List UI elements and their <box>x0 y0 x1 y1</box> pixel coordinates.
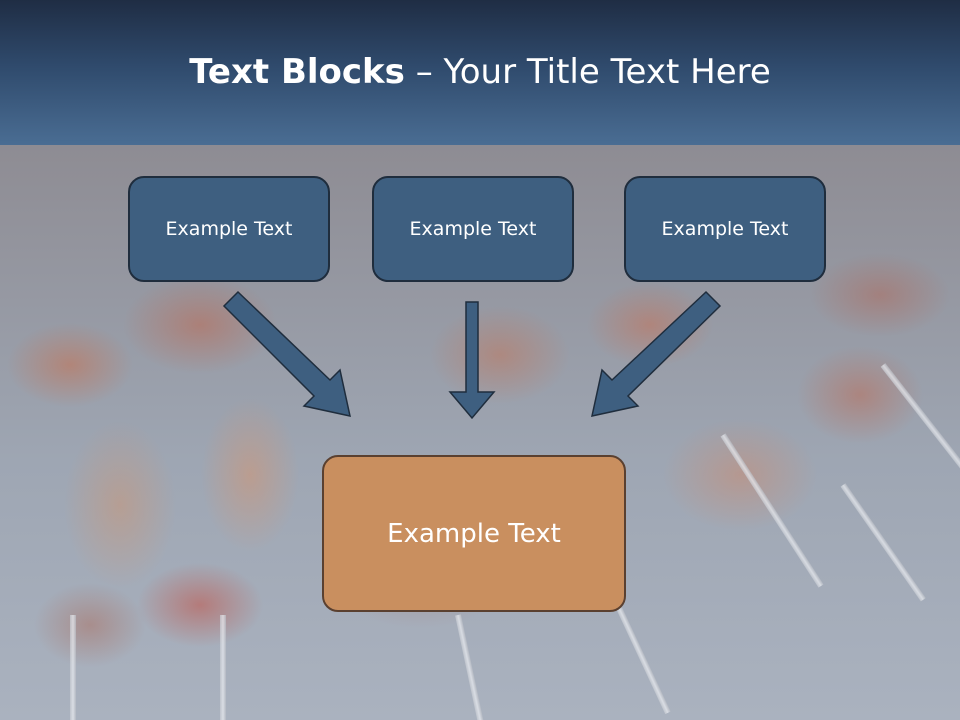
text-block-top-left-label: Example Text <box>165 218 293 240</box>
text-block-bottom-label: Example Text <box>387 518 561 549</box>
skewer-7 <box>880 363 960 509</box>
skewer-1 <box>220 615 226 720</box>
text-block-bottom[interactable]: Example Text <box>322 455 626 612</box>
text-block-top-left[interactable]: Example Text <box>128 176 330 282</box>
title-regular-part: – Your Title Text Here <box>404 52 771 92</box>
skewer-5 <box>720 433 824 588</box>
title-header: Text Blocks – Your Title Text Here <box>0 0 960 145</box>
skewer-3 <box>455 614 484 720</box>
skewer-4 <box>610 593 671 715</box>
text-block-top-right[interactable]: Example Text <box>624 176 826 282</box>
slide-title: Text Blocks – Your Title Text Here <box>0 52 960 92</box>
text-block-top-middle-label: Example Text <box>409 218 537 240</box>
text-block-top-right-label: Example Text <box>661 218 789 240</box>
text-block-top-middle[interactable]: Example Text <box>372 176 574 282</box>
title-bold-part: Text Blocks <box>189 52 405 92</box>
skewer-2 <box>70 615 76 720</box>
skewer-6 <box>840 483 926 602</box>
